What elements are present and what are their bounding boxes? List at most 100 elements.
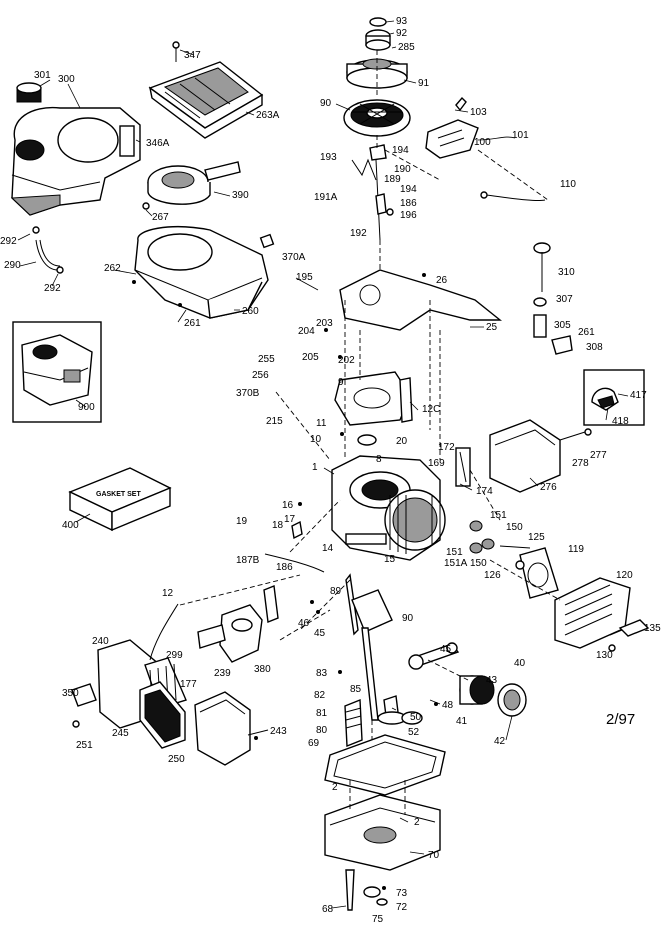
piston	[459, 675, 527, 717]
callout-label: 400	[62, 520, 79, 531]
callout-label: 11	[316, 418, 327, 429]
callout-label: 100	[474, 137, 491, 148]
callout-label: 261	[578, 327, 595, 338]
callout-label: 83	[316, 668, 328, 679]
callout-label: 73	[396, 888, 408, 899]
callout-label: 301	[34, 70, 51, 81]
callout-label: 26	[436, 275, 448, 286]
callout-label: 89	[330, 586, 342, 597]
air-cleaner-cover	[194, 691, 269, 766]
callout-label: 205	[302, 352, 319, 363]
callout-label: 12C	[422, 404, 440, 415]
callout-label: 278	[572, 458, 589, 469]
callout-label: 186	[276, 562, 293, 573]
callout-label: 68	[322, 904, 334, 915]
air-filter-element	[139, 681, 186, 749]
callout-label: 390	[232, 190, 249, 201]
callout-label: 203	[316, 318, 333, 329]
callout-label: 245	[112, 728, 129, 739]
callout-label: 125	[528, 532, 545, 543]
callout-label: 285	[398, 42, 415, 53]
callout-label: 80	[316, 725, 328, 736]
callout-label: 194	[392, 145, 409, 156]
callout-label: 417	[630, 390, 647, 401]
callout-label: 8	[376, 454, 382, 465]
callout-label: 135	[644, 623, 661, 634]
callout-label: 103	[470, 107, 487, 118]
callout-label: 193	[320, 152, 337, 163]
callout-label: 370B	[236, 388, 260, 399]
callout-label: 151	[446, 547, 463, 558]
cylinder-shroud	[134, 226, 275, 319]
callout-label: 52	[408, 727, 420, 738]
callout-label: 151	[490, 510, 507, 521]
breather-gasket	[334, 371, 413, 426]
callout-label: 239	[214, 668, 231, 679]
throttle-cable	[149, 520, 325, 661]
callout-label: 90	[320, 98, 332, 109]
callout-label: 82	[314, 690, 326, 701]
callout-label: 17	[284, 514, 296, 525]
crankshaft	[345, 573, 393, 780]
gasket-set-label: GASKET SET	[96, 491, 141, 498]
callout-label: 276	[540, 482, 557, 493]
callout-label: 262	[104, 263, 121, 274]
callout-label: 42	[494, 736, 506, 747]
callout-label: 91	[418, 78, 430, 89]
callout-label: 196	[400, 210, 417, 221]
callout-label: 346A	[146, 138, 170, 149]
callout-label: 25	[486, 322, 498, 333]
callout-label: 2	[332, 782, 338, 793]
callout-label: 292	[44, 283, 61, 294]
callout-label: 277	[590, 450, 607, 461]
muffler	[489, 419, 592, 493]
callout-label: 251	[76, 740, 93, 751]
callout-label: 2	[414, 817, 420, 828]
callout-label: 172	[438, 442, 455, 453]
callout-label: 204	[298, 326, 315, 337]
breather-tube	[455, 447, 471, 487]
callout-label: 195	[296, 272, 313, 283]
callout-label: 263A	[256, 110, 280, 121]
dipstick-tube	[533, 242, 573, 355]
callout-label: 9	[338, 377, 344, 388]
callout-label: 290	[4, 260, 21, 271]
callout-label: 194	[400, 184, 417, 195]
inset-engine-box	[12, 321, 102, 423]
callout-label: 110	[560, 179, 576, 190]
date-code: 2/97	[606, 711, 635, 728]
fuel-tank-blower-housing	[10, 106, 141, 216]
callout-label: 261	[184, 318, 201, 329]
callout-label: 186	[400, 198, 417, 209]
callout-label: 46	[298, 618, 310, 629]
callout-label: 81	[316, 708, 328, 719]
callout-label: 177	[180, 679, 197, 690]
oil-pan	[324, 794, 441, 911]
carburetor	[197, 585, 279, 663]
callout-label: 292	[0, 236, 17, 247]
fuel-cap	[16, 82, 42, 103]
callout-label: 308	[586, 342, 603, 353]
leader-lines	[17, 20, 629, 909]
callout-label: 10	[310, 434, 322, 445]
callout-label: 14	[322, 543, 334, 554]
callout-label: 41	[456, 716, 468, 727]
callout-label: 15	[384, 554, 396, 565]
callout-label: 256	[252, 370, 269, 381]
callout-label: 93	[396, 16, 408, 27]
hardware-points	[132, 273, 438, 890]
callout-label: 18	[272, 520, 284, 531]
callout-label: 16	[282, 500, 294, 511]
cylinder-head	[519, 547, 631, 649]
callout-label: 240	[92, 636, 109, 647]
callout-label: 92	[396, 28, 408, 39]
callout-label: 174	[476, 486, 493, 497]
callouts: 93 92 285 91 103 90 101 100 194 193 190 …	[0, 16, 661, 925]
starter-housing	[142, 161, 241, 210]
callout-label: 150	[470, 558, 487, 569]
callout-label: 243	[270, 726, 287, 737]
callout-label: 347	[184, 50, 201, 61]
callout-label: 169	[428, 458, 445, 469]
callout-label: 151A	[444, 558, 468, 569]
